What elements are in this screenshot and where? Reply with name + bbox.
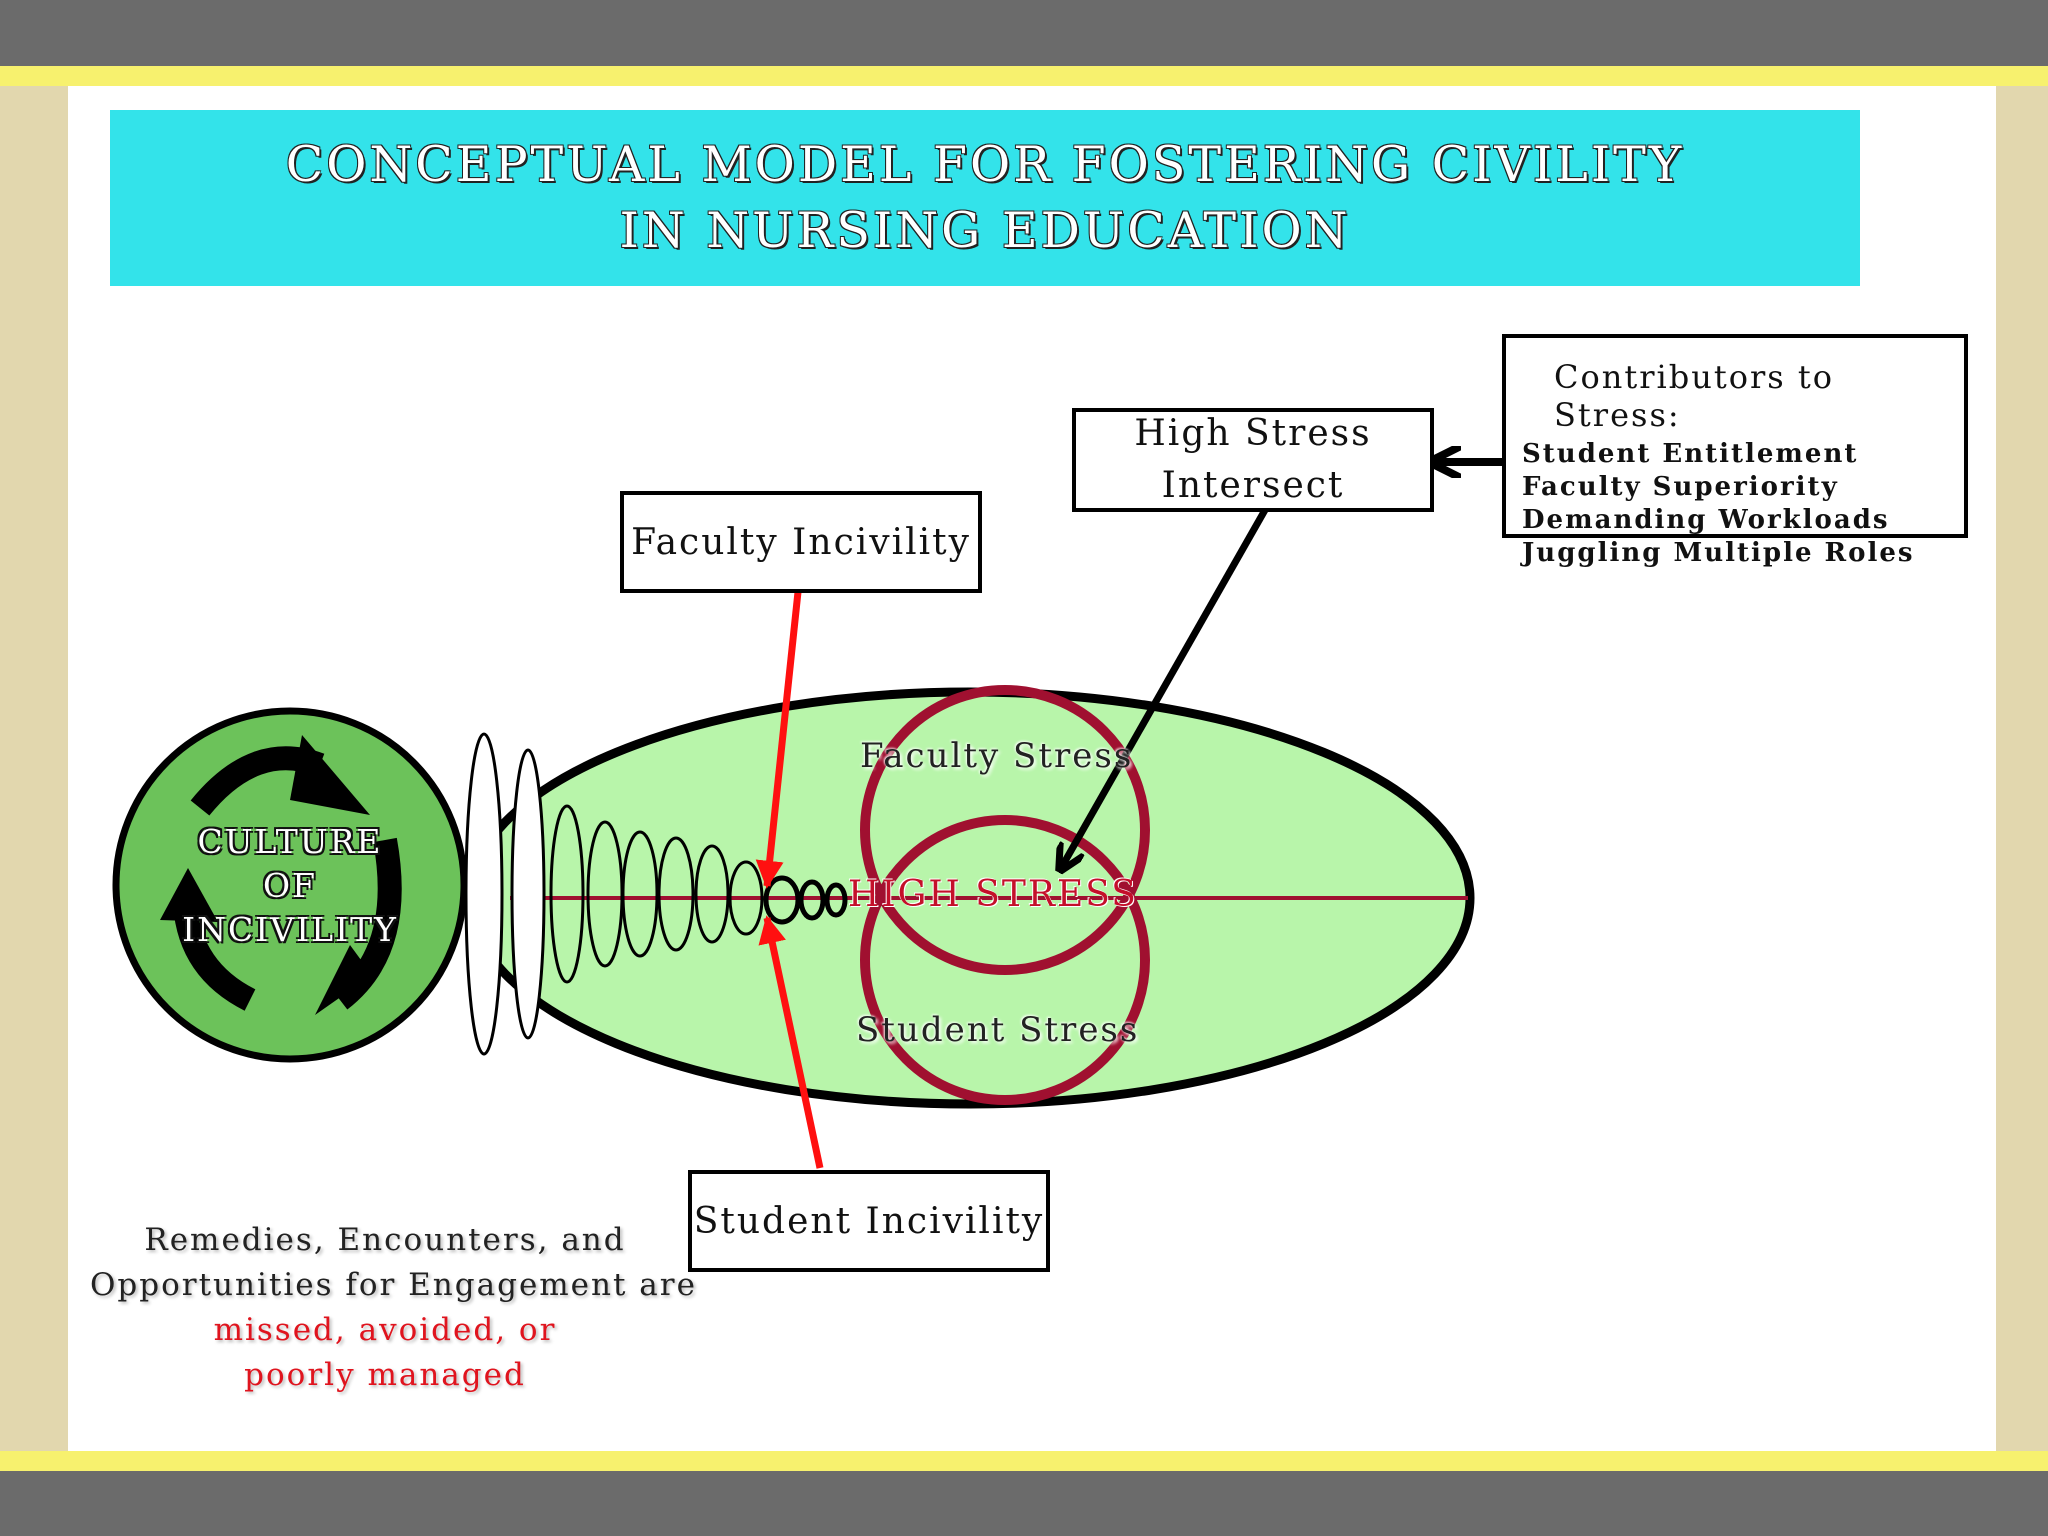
culture-of-incivility-label: CULTURE OF INCIVILITY	[182, 822, 398, 949]
high-stress-line-1: High Stress	[1134, 413, 1372, 454]
top-accent-stripe	[0, 66, 2048, 86]
faculty-stress-ring	[860, 685, 1150, 975]
contributor-item: Student Entitlement	[1522, 439, 1859, 469]
title-line-2: IN NURSING EDUCATION	[619, 202, 1351, 259]
slide-title: CONCEPTUAL MODEL FOR FOSTERING CIVILITY …	[110, 110, 1860, 286]
high-stress-arrow	[1060, 508, 1269, 870]
remedies-caption: Remedies, Encounters, and Opportunities …	[90, 1222, 697, 1393]
contributors-to-stress-box: Contributors to Stress: Student Entitlem…	[1502, 334, 1968, 568]
faculty-incivility-box: Faculty Incivility	[620, 491, 982, 593]
contributor-item: Faculty Superiority	[1522, 472, 1839, 502]
contributor-item: Juggling Multiple Roles	[1522, 538, 1915, 568]
faculty-stress-label: Faculty Stress	[860, 736, 1134, 776]
bottom-frame-band	[0, 1471, 2048, 1536]
student-incivility-box: Student Incivility	[688, 1170, 1050, 1272]
high-stress-label: HIGH STRESS	[848, 874, 1138, 915]
recycle-arrows-icon	[160, 735, 402, 1015]
student-incivility-arrow	[758, 915, 824, 1169]
bottom-accent-stripe	[0, 1451, 2048, 1471]
student-stress-label: Student Stress	[856, 1010, 1140, 1050]
high-stress-line-2: Intersect	[1161, 465, 1345, 506]
student-incivility-label: Student Incivility	[693, 1200, 1045, 1242]
faculty-incivility-label: Faculty Incivility	[631, 521, 971, 563]
contributor-item: Demanding Workloads	[1522, 505, 1890, 535]
title-line-1: CONCEPTUAL MODEL FOR FOSTERING CIVILITY	[285, 136, 1685, 193]
top-frame-band	[0, 0, 2048, 66]
faculty-incivility-arrow	[755, 591, 802, 889]
student-stress-ring	[860, 815, 1150, 1105]
contributors-heading: Contributors to Stress:	[1554, 358, 1834, 434]
high-stress-intersect-box: High Stress Intersect	[1072, 408, 1434, 512]
ripple-coils	[464, 732, 848, 1056]
